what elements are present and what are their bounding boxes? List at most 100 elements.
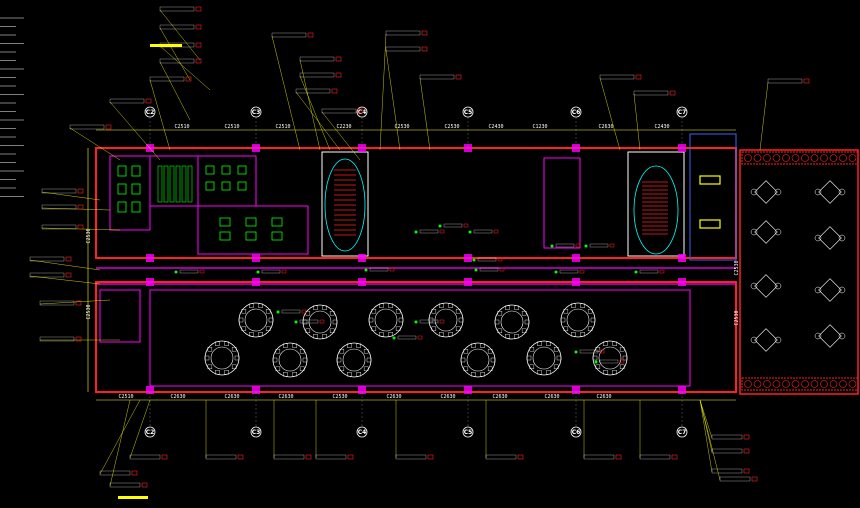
terrace-table [754,180,778,204]
terrace-table [818,226,842,250]
axis-bubble-bottom [356,426,368,438]
column [252,386,260,394]
axis-label-bottom: C7 [678,429,687,436]
toilet-fixture [117,165,127,177]
chair [398,317,404,323]
terrace-chair [838,188,846,196]
chair [603,341,608,346]
planter-shrub [782,380,790,388]
planter-shrub [744,154,752,162]
chair [292,372,297,377]
dimension-label-right: C2530 [734,310,740,325]
chair [275,348,281,354]
leader-text-block [159,58,195,64]
leader-text-block [273,454,305,460]
chair [395,326,401,332]
chair [379,303,384,308]
chair [571,332,576,337]
column [464,386,472,394]
inner-note-dot [392,336,396,340]
chair [272,357,278,363]
terrace-chair [838,286,846,294]
leader-tag-icon [751,476,758,482]
dimension-label-bottom: C2530 [332,394,347,400]
leader-text-block [109,98,145,104]
planter-shrub [744,380,752,388]
chair [249,332,254,337]
inner-note-block [419,319,439,324]
leader-tag-icon [77,204,84,210]
inner-note-block [397,335,417,340]
chair [622,355,628,361]
chair [480,372,485,377]
leader-text-block [41,188,77,194]
leader-text-block [583,454,615,460]
leader-line [109,101,161,161]
leader-line [29,275,101,285]
leader-text-block [69,124,105,130]
leader-tag-icon [347,454,354,460]
column [572,278,580,286]
terrace-chair [750,282,758,290]
chair [332,319,338,325]
leader-line [379,33,387,151]
terrace-table [754,328,778,352]
chair [379,332,384,337]
leader-tag-icon [669,90,676,96]
left-margin-ticks [0,17,24,197]
inner-note-dot [438,224,442,228]
table-top [278,348,302,372]
chair [587,326,593,332]
leader-line [159,9,201,61]
leader-text-block [767,78,803,84]
planter-shrub [820,154,828,162]
column [678,254,686,262]
chair [592,355,598,361]
chair [563,326,569,332]
urinal-partition [169,165,175,203]
leader-tag-icon [517,454,524,460]
toilet-fixture [131,183,141,195]
chair [231,346,237,352]
chair [471,372,476,377]
chair [497,328,503,334]
chair [368,317,374,323]
leader-line [29,259,101,271]
inner-note-block [473,229,493,234]
leader-line [41,191,101,201]
leader-tag-icon [743,448,750,454]
chair [215,341,220,346]
leader-line [419,77,431,151]
inner-note-tag [389,267,395,272]
chair [563,308,569,314]
leader-line [271,35,301,151]
chair [299,366,305,372]
chair [204,355,210,361]
inner-note-dot [364,268,368,272]
leader-tag-icon [77,188,84,194]
chair [207,346,213,352]
axis-label-top: C2 [146,109,155,116]
leader-tag-icon [455,74,462,80]
planter-shrub [810,380,819,388]
leader-text-block [29,256,65,262]
leader-tag-icon [335,72,342,78]
leader-tag-icon [615,454,622,460]
chair [497,310,503,316]
axis-label-top: C7 [678,109,687,116]
inner-note-block [555,243,575,248]
chair [241,326,247,332]
chair [524,319,530,325]
planter-shrub [801,380,809,388]
stair-treads [324,158,679,255]
chair [371,326,377,332]
dimension-label-top: C1230 [532,124,547,130]
chair [463,366,469,372]
dimension-label-bottom: C2630 [440,394,455,400]
leader-line [699,399,713,473]
inner-note-dot [256,270,260,274]
east-fixture [699,175,721,185]
